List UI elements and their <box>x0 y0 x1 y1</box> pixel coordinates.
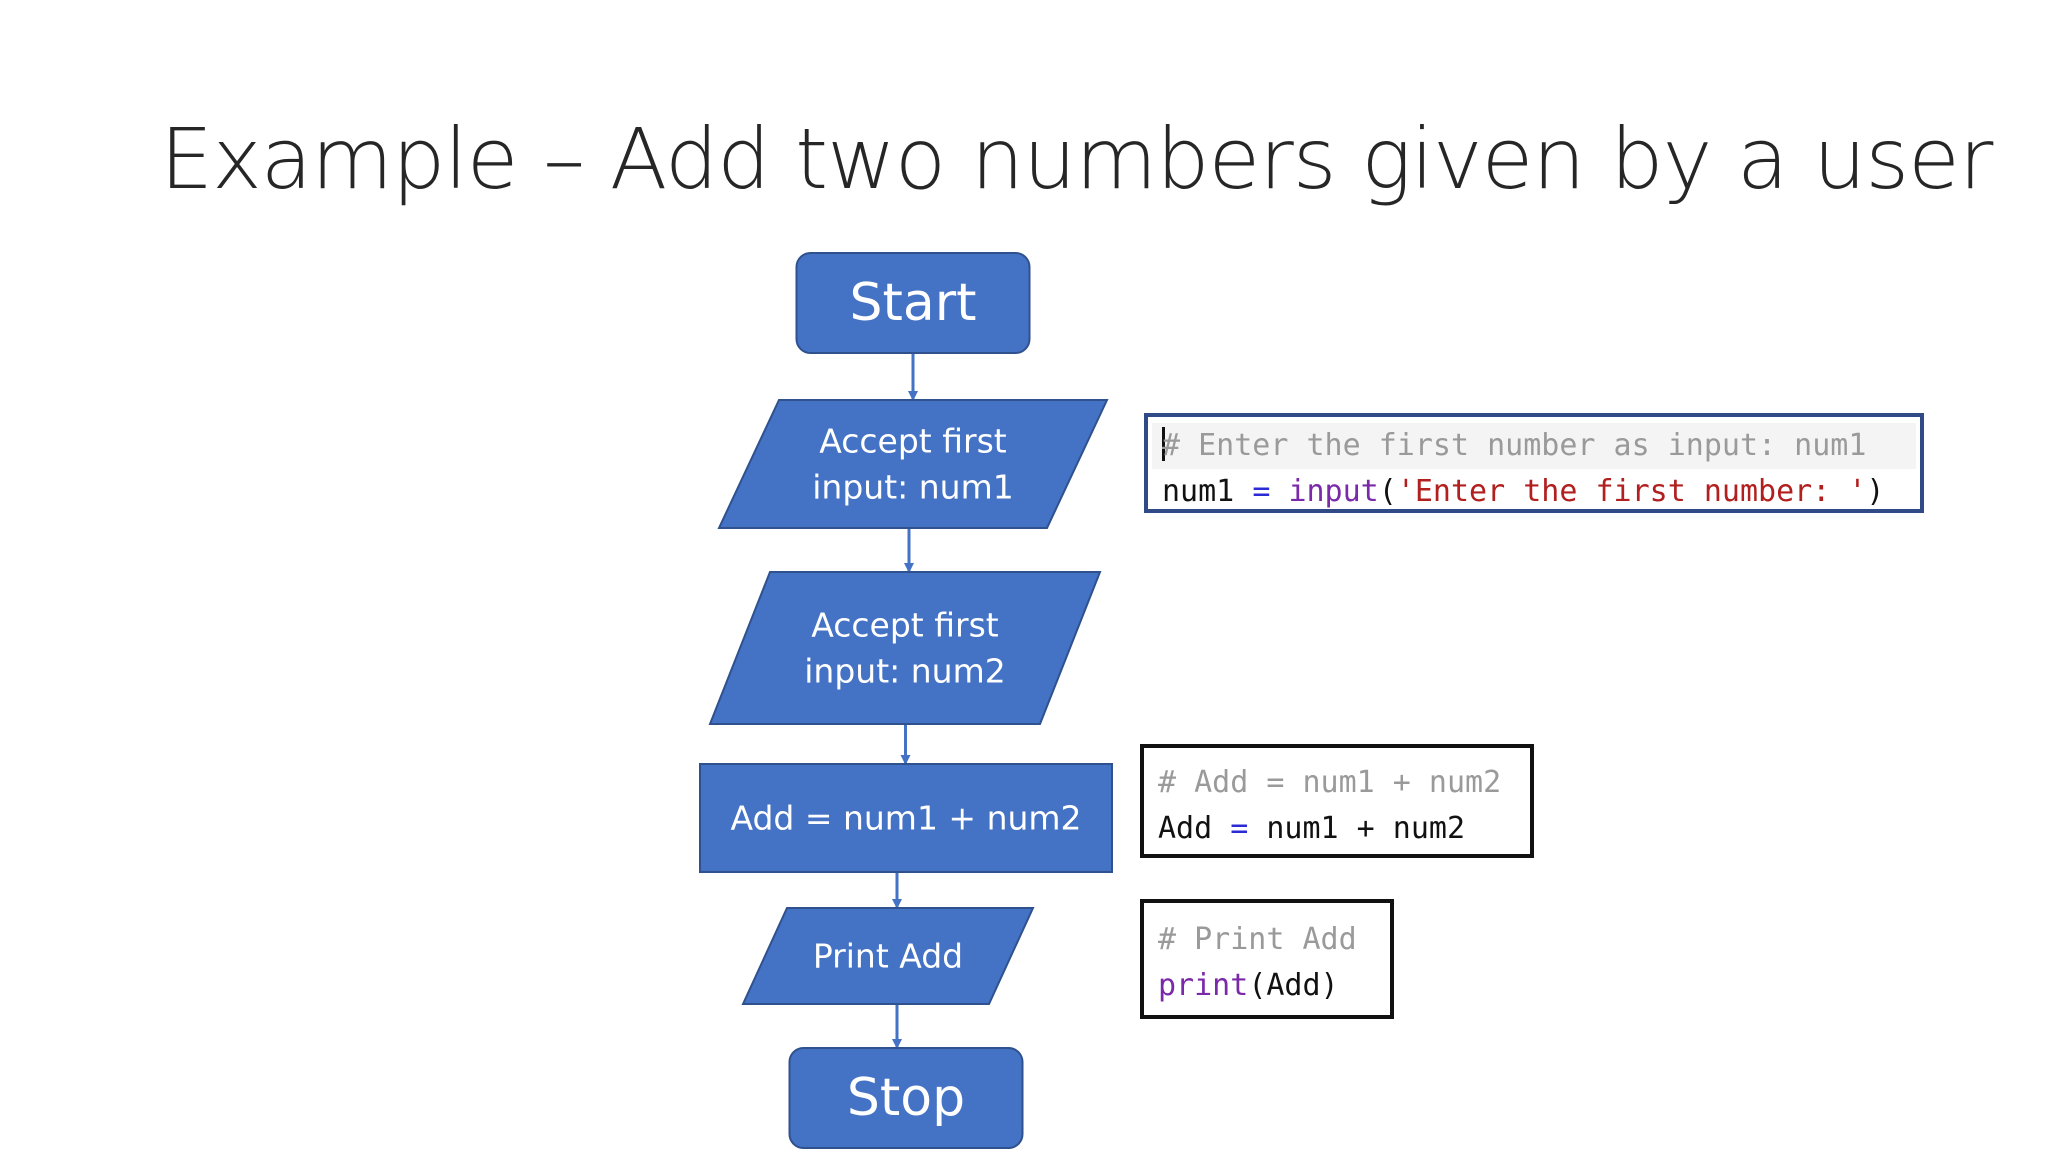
flow-label-stop-0: Stop <box>847 1068 965 1128</box>
flow-node-input2: Accept first input: num2 <box>708 571 1102 725</box>
flow-label-input1-1: input: num1 <box>812 468 1013 507</box>
flow-node-add: Add = num1 + num2 <box>699 763 1113 873</box>
code-line-statement-3: print(Add) <box>1158 968 1339 1003</box>
code-line-comment-2: # Add = num1 + num2 <box>1158 765 1502 800</box>
code-line-statement-1: num1 = input('Enter the first number: ') <box>1162 474 1885 509</box>
code-line-comment-1: # Enter the first number as input: num1 <box>1152 423 1916 469</box>
flow-shape-stop <box>788 1047 1024 1149</box>
flow-node-print: Print Add <box>741 907 1035 1005</box>
flow-label-input2-1: input: num2 <box>804 652 1005 691</box>
flow-label-add-0: Add = num1 + num2 <box>730 799 1081 838</box>
flow-shape-input1 <box>717 399 1109 529</box>
flow-shape-add <box>699 763 1113 873</box>
flow-label-input2-0: Accept first <box>811 605 999 644</box>
flow-node-start: Start <box>795 252 1031 354</box>
flow-shape-input2 <box>708 571 1102 725</box>
text-cursor <box>1162 427 1165 461</box>
flow-node-stop: Stop <box>788 1047 1024 1149</box>
flow-label-input1-0: Accept first <box>819 421 1007 460</box>
flow-label-print-0: Print Add <box>813 937 963 976</box>
slide-title: Example – Add two numbers given by a use… <box>160 110 1993 208</box>
code-block-print: # Print Add print(Add) <box>1140 899 1394 1019</box>
flow-shape-print <box>741 907 1035 1005</box>
code-line-comment-3: # Print Add <box>1158 922 1357 957</box>
code-block-add: # Add = num1 + num2 Add = num1 + num2 <box>1140 744 1534 858</box>
code-block-input: # Enter the first number as input: num1 n… <box>1144 413 1924 513</box>
code-line-statement-2: Add = num1 + num2 <box>1158 811 1466 846</box>
flow-shape-start <box>795 252 1031 354</box>
flow-label-start-0: Start <box>849 273 976 333</box>
flow-node-input1: Accept first input: num1 <box>717 399 1109 529</box>
